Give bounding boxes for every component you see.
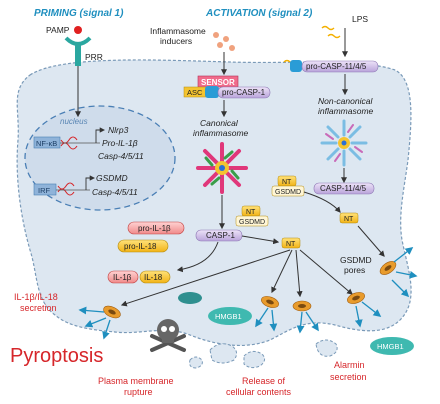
debris-blobs <box>189 339 338 369</box>
canonical-label-2: inflammasome <box>193 128 249 138</box>
alarmin-label-2: secretion <box>330 372 367 382</box>
release-label-1: Release of <box>242 376 286 386</box>
asc-label: ASC <box>187 88 203 97</box>
il1b-label: IL-1β <box>113 273 132 282</box>
nt-label-right-2: NT <box>344 216 354 223</box>
casp11-pill <box>313 182 375 195</box>
pro-casp1-label: pro-CASP-1 <box>222 88 266 97</box>
irf-label: IRF <box>38 186 51 195</box>
gene-nlrp3: Nlrp3 <box>108 125 129 135</box>
inducer-particles <box>213 32 235 51</box>
nt-label-center: NT <box>286 241 296 248</box>
nt-to-pores-arrows <box>120 249 353 307</box>
gene-casp: Casp-4/5/11 <box>98 151 144 161</box>
nfkb-arrow <box>95 127 106 143</box>
canonical-inflammasome-icon <box>196 142 248 194</box>
nt-box-center <box>281 237 301 249</box>
dna-icon-2 <box>57 182 75 196</box>
gsdmd-pores-label-2: pores <box>344 265 365 275</box>
hmgb1-oval-2 <box>178 292 202 304</box>
noncanonical-inflammasome-icon <box>320 119 368 167</box>
release-label-2: cellular contents <box>226 387 292 397</box>
gene-gsdmd: GSDMD <box>96 173 128 183</box>
il18-label: IL-18 <box>144 273 163 282</box>
gsdmd-label-mid: GSDMD <box>239 219 265 226</box>
alarmin-label-1: Alarmin <box>334 360 365 370</box>
gene-pro-il1b: Pro-IL-1β <box>102 138 138 148</box>
nucleus <box>24 105 176 211</box>
lps-icon <box>321 25 341 39</box>
pro-il18-label: pro-IL-18 <box>124 242 157 251</box>
sensor-label: SENSOR <box>201 78 235 87</box>
dna-icon <box>60 136 78 150</box>
casp11-cleave-arrow <box>303 191 341 213</box>
il18-pill <box>139 270 171 284</box>
lps-bound-icon <box>283 59 302 72</box>
pro-casp11-pill <box>301 60 379 73</box>
rupture-label-2: rupture <box>124 387 153 397</box>
gsdmd-label-right: GSDMD <box>275 189 301 196</box>
nucleus-label: nucleus <box>60 117 88 126</box>
il1b-pill <box>107 270 139 284</box>
secretion-label-2: secretion <box>20 303 57 313</box>
prr-receptor-icon <box>64 36 92 66</box>
casp11-label: CASP-11/4/5 <box>320 184 367 193</box>
hmgb1-oval-1 <box>208 307 252 325</box>
pamp-label: PAMP <box>46 25 70 35</box>
efflux-arrows <box>78 247 418 340</box>
nfkb-label: NF-κB <box>36 139 57 148</box>
inducers-label-1: Inflammasome <box>150 26 206 36</box>
gene-casp-2: Casp-4/5/11 <box>92 187 138 197</box>
priming-title: PRIMING (signal 1) <box>34 8 124 19</box>
secretion-label-1: IL-1β/IL-18 <box>14 292 58 302</box>
casp1-to-il-arrow <box>176 241 219 273</box>
activation-title: ACTIVATION (signal 2) <box>205 8 313 19</box>
casp1-to-nt-arrow <box>241 235 280 245</box>
hmgb1-oval-3 <box>370 337 414 355</box>
lps-label: LPS <box>352 14 368 24</box>
prr-label: PRR <box>85 52 103 62</box>
pro-il1b-pill <box>127 221 185 235</box>
gsdmd-box-right <box>271 185 305 197</box>
rupture-label-1: Plasma membrane <box>98 376 174 386</box>
nfkb-box <box>33 136 61 149</box>
gsdmd-box-mid <box>235 215 269 227</box>
irf-box <box>33 183 57 196</box>
asc-link <box>205 86 219 98</box>
pro-il1b-label: pro-IL-1β <box>138 224 171 233</box>
noncanonical-label-1: Non-canonical <box>318 96 373 106</box>
pro-casp11-label: pro-CASP-11/4/5 <box>306 62 367 71</box>
hmgb1-label-3: HMGB1 <box>377 342 404 351</box>
nt-label-mid: NT <box>246 209 256 216</box>
pyroptosis-title: Pyroptosis <box>10 345 103 367</box>
irf-arrow <box>85 175 96 190</box>
nt-label-right: NT <box>282 179 292 186</box>
nt-right-to-pore <box>357 225 385 257</box>
inducers-label-2: inducers <box>160 36 192 46</box>
skull-icon <box>150 319 186 352</box>
casp1-label: CASP-1 <box>206 231 235 240</box>
casp1-pill <box>195 229 243 242</box>
pro-il18-pill <box>117 239 169 253</box>
pamp-dot <box>74 26 82 34</box>
noncanonical-label-2: inflammasome <box>318 106 374 116</box>
gsdmd-pores-label-1: GSDMD <box>340 255 372 265</box>
pro-casp1-pill <box>217 86 271 99</box>
hmgb1-label-1: HMGB1 <box>215 312 242 321</box>
gsdmd-pore-icons <box>103 261 397 319</box>
canonical-label-1: Canonical <box>200 118 239 128</box>
nt-box-right-2 <box>339 212 359 224</box>
